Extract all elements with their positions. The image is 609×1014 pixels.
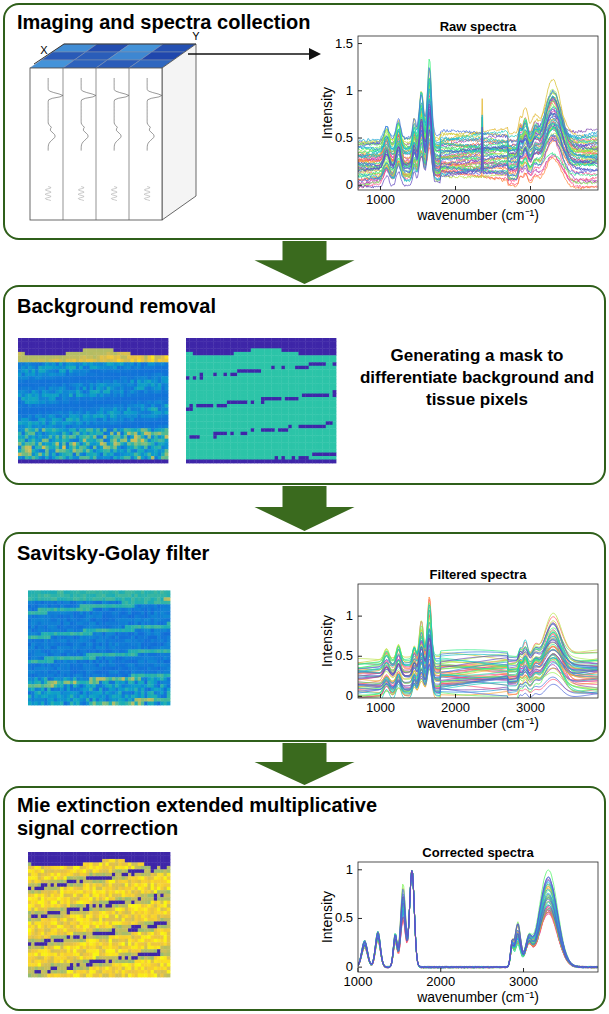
spectra-plot <box>358 584 598 701</box>
panel-note: Generating a mask to differentiate backg… <box>357 345 597 411</box>
tick-label: 1000 <box>366 701 395 715</box>
tick-label: 0.5 <box>335 911 353 925</box>
process-panel: Imaging and spectra collection <box>3 3 606 240</box>
tick-label: 1 <box>346 84 353 98</box>
axis-label: Intensity <box>320 615 335 667</box>
axis-label: wavenumber (cm⁻¹) <box>417 990 539 1005</box>
axis-letter: X <box>40 44 47 56</box>
tissue-image <box>28 580 170 705</box>
hyperspectral-cube <box>30 44 196 220</box>
tick-label: 2000 <box>441 701 470 715</box>
tissue-image <box>18 338 168 463</box>
tick-label: 1.5 <box>335 37 353 51</box>
tick-label: 1000 <box>366 193 395 207</box>
tick-label: 2000 <box>441 193 470 207</box>
plot-title: Filtered spectra <box>430 568 527 582</box>
axis-label: Intensity <box>320 891 335 943</box>
tick-label: 2000 <box>426 975 455 989</box>
process-panel: Background removalGenerating a mask to d… <box>3 285 606 485</box>
plot-title: Raw spectra <box>440 20 517 34</box>
spectra-plot <box>358 862 598 972</box>
panel-title: Imaging and spectra collection <box>17 11 337 34</box>
axis-label: wavenumber (cm⁻¹) <box>417 716 539 731</box>
axis-letter: Y <box>192 30 199 42</box>
block-arrow <box>255 241 355 284</box>
plot-title: Corrected spectra <box>422 846 533 860</box>
axis-label: Intensity <box>320 87 335 139</box>
spectra-plot <box>358 36 598 190</box>
tick-label: 1 <box>346 863 353 877</box>
tick-label: 3000 <box>516 701 545 715</box>
panel-title: Savitsky-Golay filter <box>17 542 337 565</box>
tissue-image <box>186 338 336 463</box>
pointer-arrow <box>188 53 318 55</box>
tick-label: 0 <box>346 960 353 974</box>
block-arrow <box>255 486 355 531</box>
axis-label: wavenumber (cm⁻¹) <box>417 208 539 223</box>
tick-label: 0 <box>346 178 353 192</box>
tick-label: 0.5 <box>335 131 353 145</box>
tick-label: 0.5 <box>335 649 353 663</box>
tick-label: 3000 <box>509 975 538 989</box>
tissue-image <box>28 852 170 977</box>
tick-label: 0 <box>346 689 353 703</box>
panel-title: Mie extinction extended multiplicative s… <box>17 794 417 840</box>
tick-label: 3000 <box>516 193 545 207</box>
block-arrow <box>255 743 355 785</box>
tick-label: 1000 <box>344 975 373 989</box>
panel-title: Background removal <box>17 295 337 318</box>
process-panel: Savitsky-Golay filter <box>3 532 606 742</box>
tick-label: 1 <box>346 609 353 623</box>
